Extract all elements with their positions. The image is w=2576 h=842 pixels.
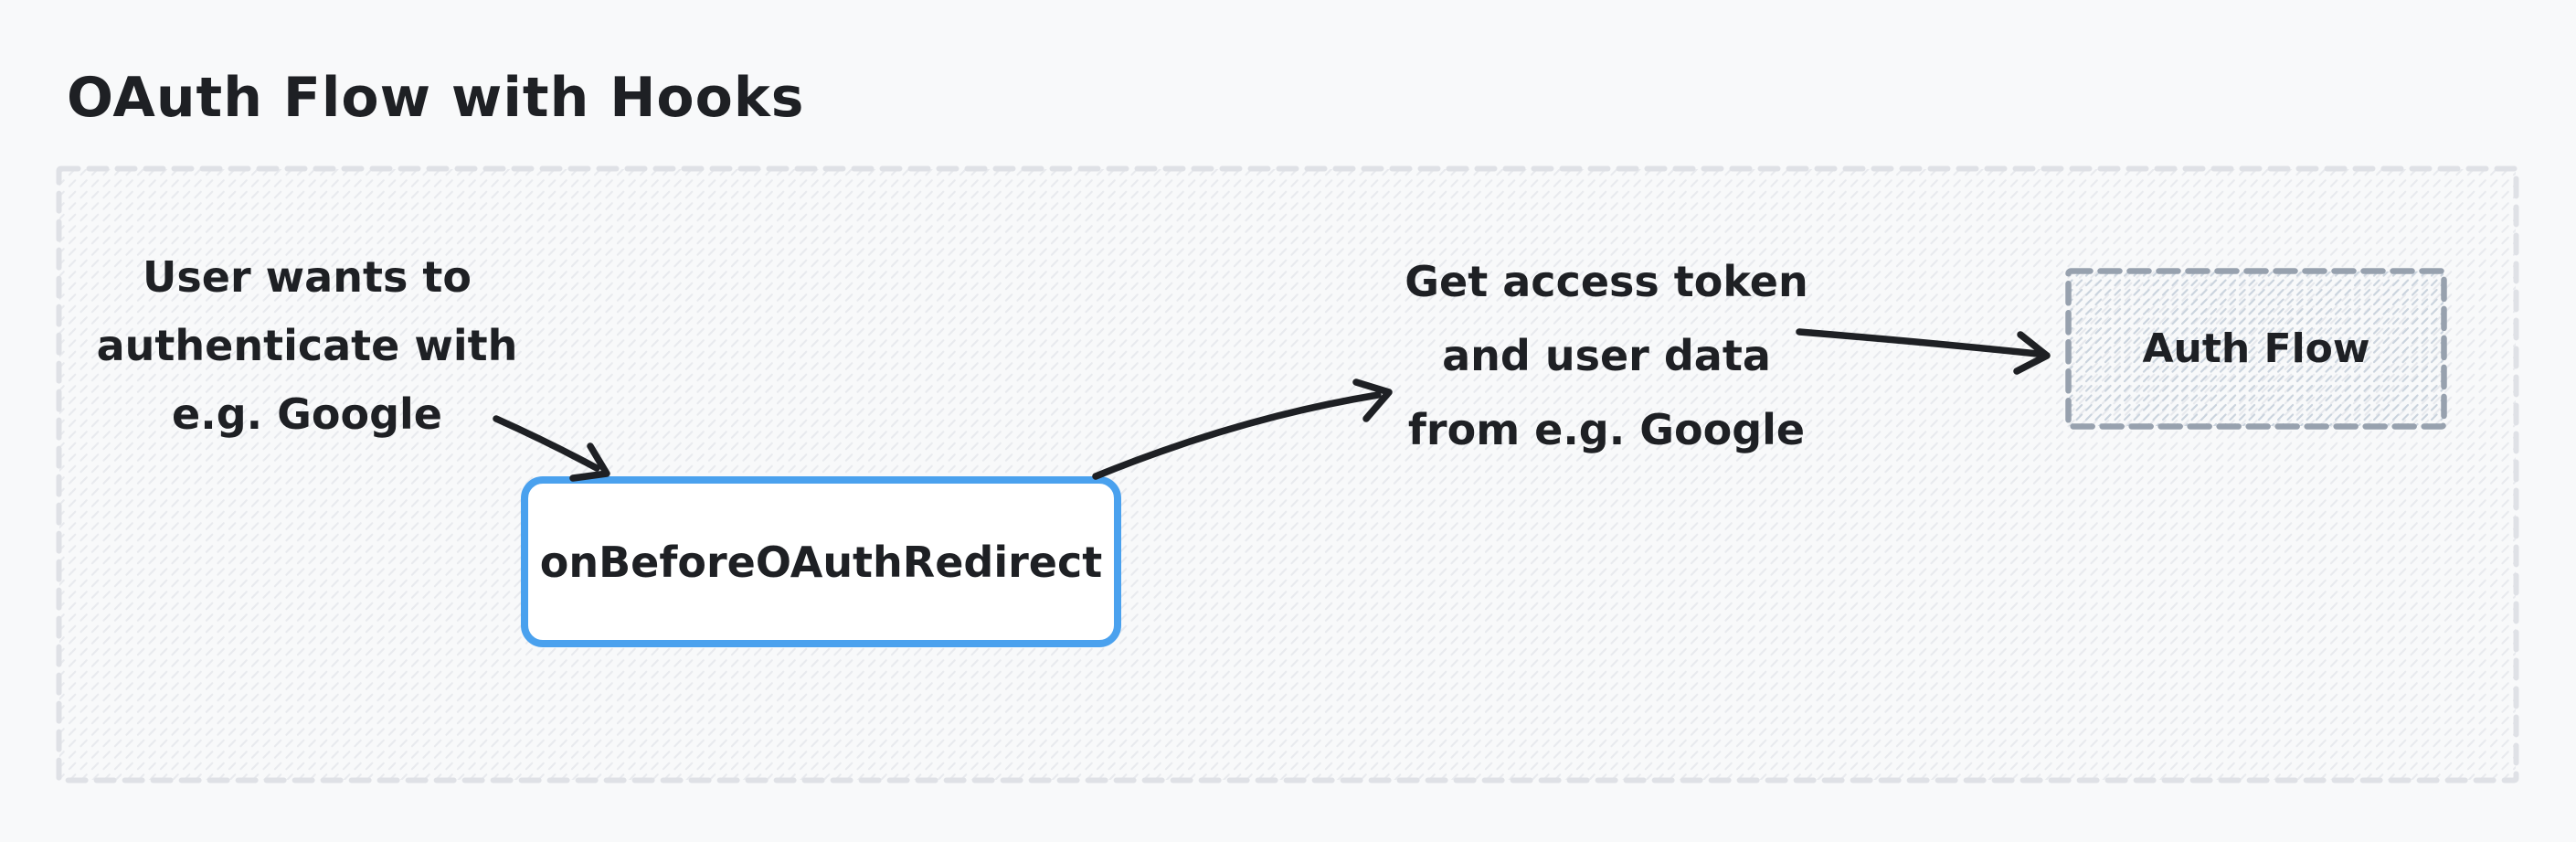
hook-node: onBeforeOAuthRedirect <box>521 476 1121 647</box>
note-line: from e.g. Google <box>1407 405 1806 454</box>
auth-flow-node-background <box>2065 268 2447 430</box>
note-line: authenticate with <box>96 321 518 370</box>
auth-flow-node: Auth Flow <box>2065 268 2447 430</box>
hook-node-label: onBeforeOAuthRedirect <box>539 537 1103 587</box>
page-title: OAuth Flow with Hooks <box>67 66 805 130</box>
note-line: e.g. Google <box>172 389 442 439</box>
token-request-note: Get access token and user data from e.g.… <box>1341 245 1871 467</box>
note-line: Get access token <box>1405 257 1808 306</box>
user-intent-note: User wants to authenticate with e.g. Goo… <box>68 243 546 449</box>
note-line: User wants to <box>143 252 472 302</box>
note-line: and user data <box>1442 331 1771 380</box>
auth-flow-node-label: Auth Flow <box>2142 325 2370 372</box>
